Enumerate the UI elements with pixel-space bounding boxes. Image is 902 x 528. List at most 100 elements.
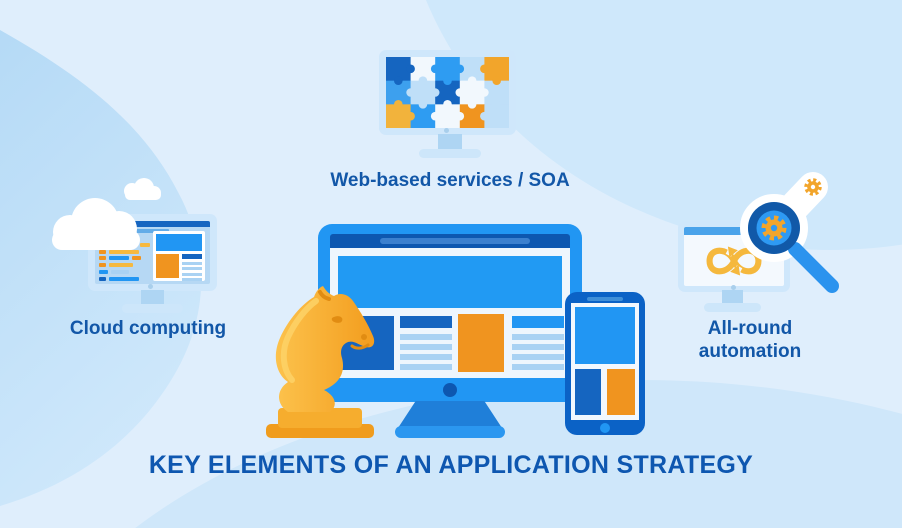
monitor-stand-neck: [722, 290, 743, 305]
monitor-logo-dot: [443, 383, 457, 397]
monitor-stand-base: [419, 149, 481, 158]
puzzle-piece: [492, 100, 501, 109]
hero-banner-block: [338, 256, 562, 308]
puzzle-piece: [418, 76, 428, 85]
address-bar: [380, 238, 530, 244]
text-line: [512, 354, 564, 360]
preview-panel: [153, 231, 205, 281]
puzzle-piece: [418, 100, 428, 109]
code-bar: [99, 256, 106, 261]
code-bar: [111, 269, 129, 274]
code-row: [99, 276, 157, 281]
puzzle-piece: [406, 111, 415, 121]
puzzle-piece: [430, 88, 440, 97]
chess-knight-icon: [266, 286, 375, 438]
puzzle-piece: [480, 111, 489, 121]
puzzle-piece: [406, 88, 415, 97]
preview-hero-block: [156, 234, 202, 251]
preview-text-line: [182, 272, 202, 276]
text-line: [512, 344, 564, 350]
monitor-camera-dot: [444, 128, 449, 133]
puzzle-piece: [394, 76, 403, 85]
smartphone: [565, 292, 645, 435]
puzzle-piece: [455, 64, 465, 74]
puzzle-grid: [386, 57, 510, 129]
puzzle-piece: [480, 88, 489, 97]
puzzle-piece: [455, 88, 465, 97]
monitor-stand-base: [395, 426, 505, 438]
puzzle-piece: [443, 100, 452, 109]
puzzle-piece: [467, 100, 477, 109]
monitor-camera-dot: [731, 285, 736, 290]
monitor-stand-neck: [398, 401, 502, 428]
magnifier-gears-icon: [740, 172, 839, 293]
code-bar: [109, 249, 139, 254]
code-bar: [99, 249, 106, 254]
monitor-stand-neck: [438, 134, 462, 151]
monitor-camera-dot: [148, 284, 153, 289]
heading-bar: [400, 316, 452, 328]
text-line: [400, 364, 452, 370]
code-bar: [109, 263, 133, 268]
puzzle-piece: [430, 111, 440, 121]
heading-bar: [512, 316, 564, 328]
code-row: [99, 249, 157, 254]
phone-hero-block: [575, 307, 635, 364]
puzzle-piece: [455, 111, 465, 121]
text-line: [512, 364, 564, 370]
monitor-stand-neck: [141, 290, 164, 306]
preview-heading-bar: [182, 254, 202, 259]
gear-icon: [761, 215, 787, 241]
label-cloud-computing: Cloud computing: [69, 318, 227, 339]
phone-image-block: [575, 369, 601, 415]
code-row: [99, 256, 157, 261]
text-line: [400, 354, 452, 360]
magnifier-handle: [788, 242, 839, 293]
puzzle-piece: [406, 64, 415, 74]
monitor-stand-base: [122, 304, 183, 313]
preview-text-line: [182, 278, 202, 281]
text-column: [400, 316, 452, 374]
phone-speaker: [587, 297, 623, 301]
preview-text-line: [182, 267, 202, 270]
editor-titlebar: [95, 221, 210, 227]
preview-image-block: [156, 254, 179, 278]
puzzle-piece: [480, 64, 489, 74]
code-bar: [140, 242, 150, 247]
code-bar: [132, 256, 141, 261]
puzzle-piece: [394, 100, 403, 109]
monitor-stand-base: [704, 303, 761, 312]
text-line: [400, 334, 452, 340]
browser-topbar: [684, 227, 784, 235]
background-blob-bottom: [135, 380, 902, 528]
monitor-web-services: [379, 50, 516, 135]
puzzle-piece: [430, 64, 440, 74]
text-column: [512, 316, 564, 374]
label-automation: All-round automation: [698, 318, 802, 363]
cloud-icon: [52, 178, 161, 250]
label-web-services: Web-based services / SOA: [330, 170, 570, 191]
code-row: [99, 269, 157, 274]
preview-text-line: [182, 261, 202, 265]
ad-block: [458, 314, 504, 372]
text-line: [400, 344, 452, 350]
phone-home-button: [600, 423, 610, 433]
code-bar: [109, 276, 139, 281]
gear-small-icon: [804, 178, 822, 196]
puzzle-piece: [467, 76, 477, 85]
phone-ad-block: [607, 369, 635, 415]
code-bar: [99, 263, 106, 268]
preview-text-column: [182, 254, 202, 284]
browser-titlebar: [330, 234, 570, 248]
code-bar: [109, 256, 129, 261]
background-blob-topright: [426, 0, 902, 250]
puzzle-piece: [492, 76, 501, 85]
infinity-devops-icon: [706, 246, 762, 276]
text-line: [512, 334, 564, 340]
phone-screen: [571, 303, 639, 420]
code-row: [99, 263, 157, 268]
page-title: KEY ELEMENTS OF AN APPLICATION STRATEGY: [148, 451, 754, 479]
code-bar: [99, 276, 106, 281]
